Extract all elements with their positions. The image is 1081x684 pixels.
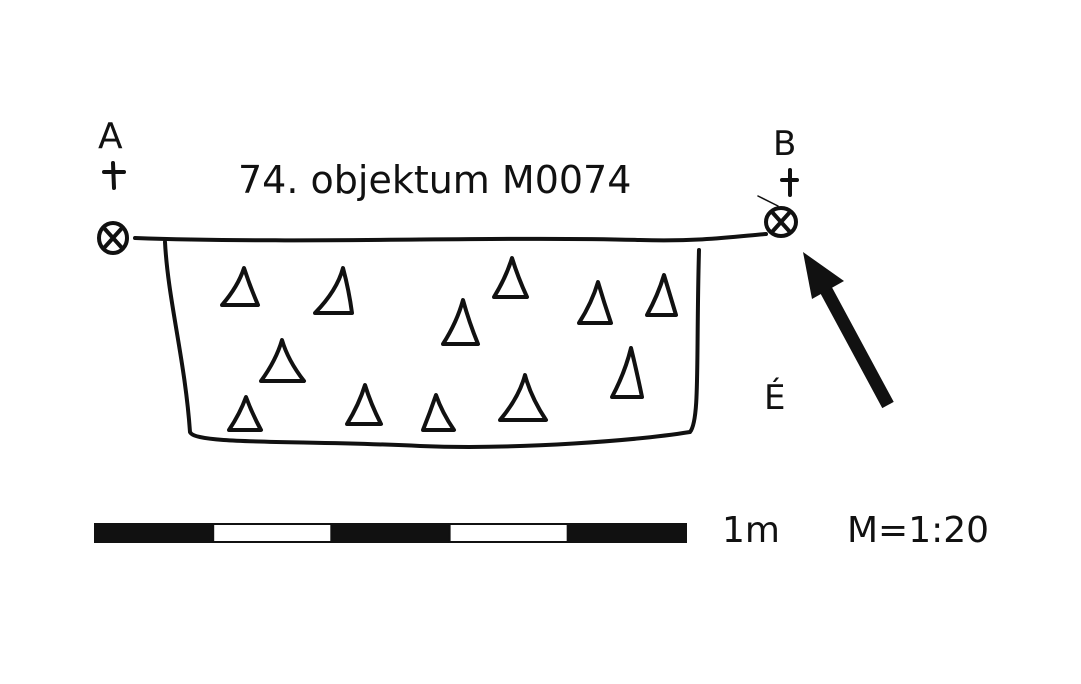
scale-ratio-label: M=1:20: [847, 510, 989, 551]
point-b-cross-icon: [780, 168, 799, 197]
scale-segment: [94, 523, 215, 543]
stone-symbol: [441, 298, 480, 346]
north-arrow-icon: [803, 252, 894, 409]
feature-outline: [163, 240, 701, 449]
page-title: 74. objektum M0074: [238, 158, 631, 202]
scale-bar: [94, 523, 687, 543]
stone-symbol: [220, 266, 260, 307]
section-line: [133, 232, 768, 243]
line-stroke: [757, 195, 779, 207]
point-b-label: B: [773, 124, 796, 164]
stone-symbol: [492, 256, 529, 299]
stone-symbol: [498, 373, 548, 422]
stone-symbol: [313, 266, 354, 315]
stone-symbol: [227, 395, 263, 432]
scale-segment: [212, 523, 333, 543]
scale-length-label: 1m: [722, 510, 780, 551]
scale-segment: [330, 523, 451, 543]
stone-symbol: [259, 338, 306, 383]
scale-segment: [566, 523, 687, 543]
stone-symbol: [645, 273, 678, 317]
stone-symbol: [610, 346, 644, 399]
north-label: É: [764, 377, 785, 418]
stone-symbols: [220, 256, 678, 432]
point-a-marker-icon: [97, 221, 129, 255]
point-b-marker-icon: [764, 206, 798, 238]
scale-segment: [448, 523, 569, 543]
stone-symbol: [345, 383, 383, 426]
stone-symbol: [577, 280, 613, 325]
point-a-cross-icon: [102, 161, 126, 190]
point-a-label: A: [98, 116, 123, 157]
stone-symbol: [421, 393, 456, 432]
